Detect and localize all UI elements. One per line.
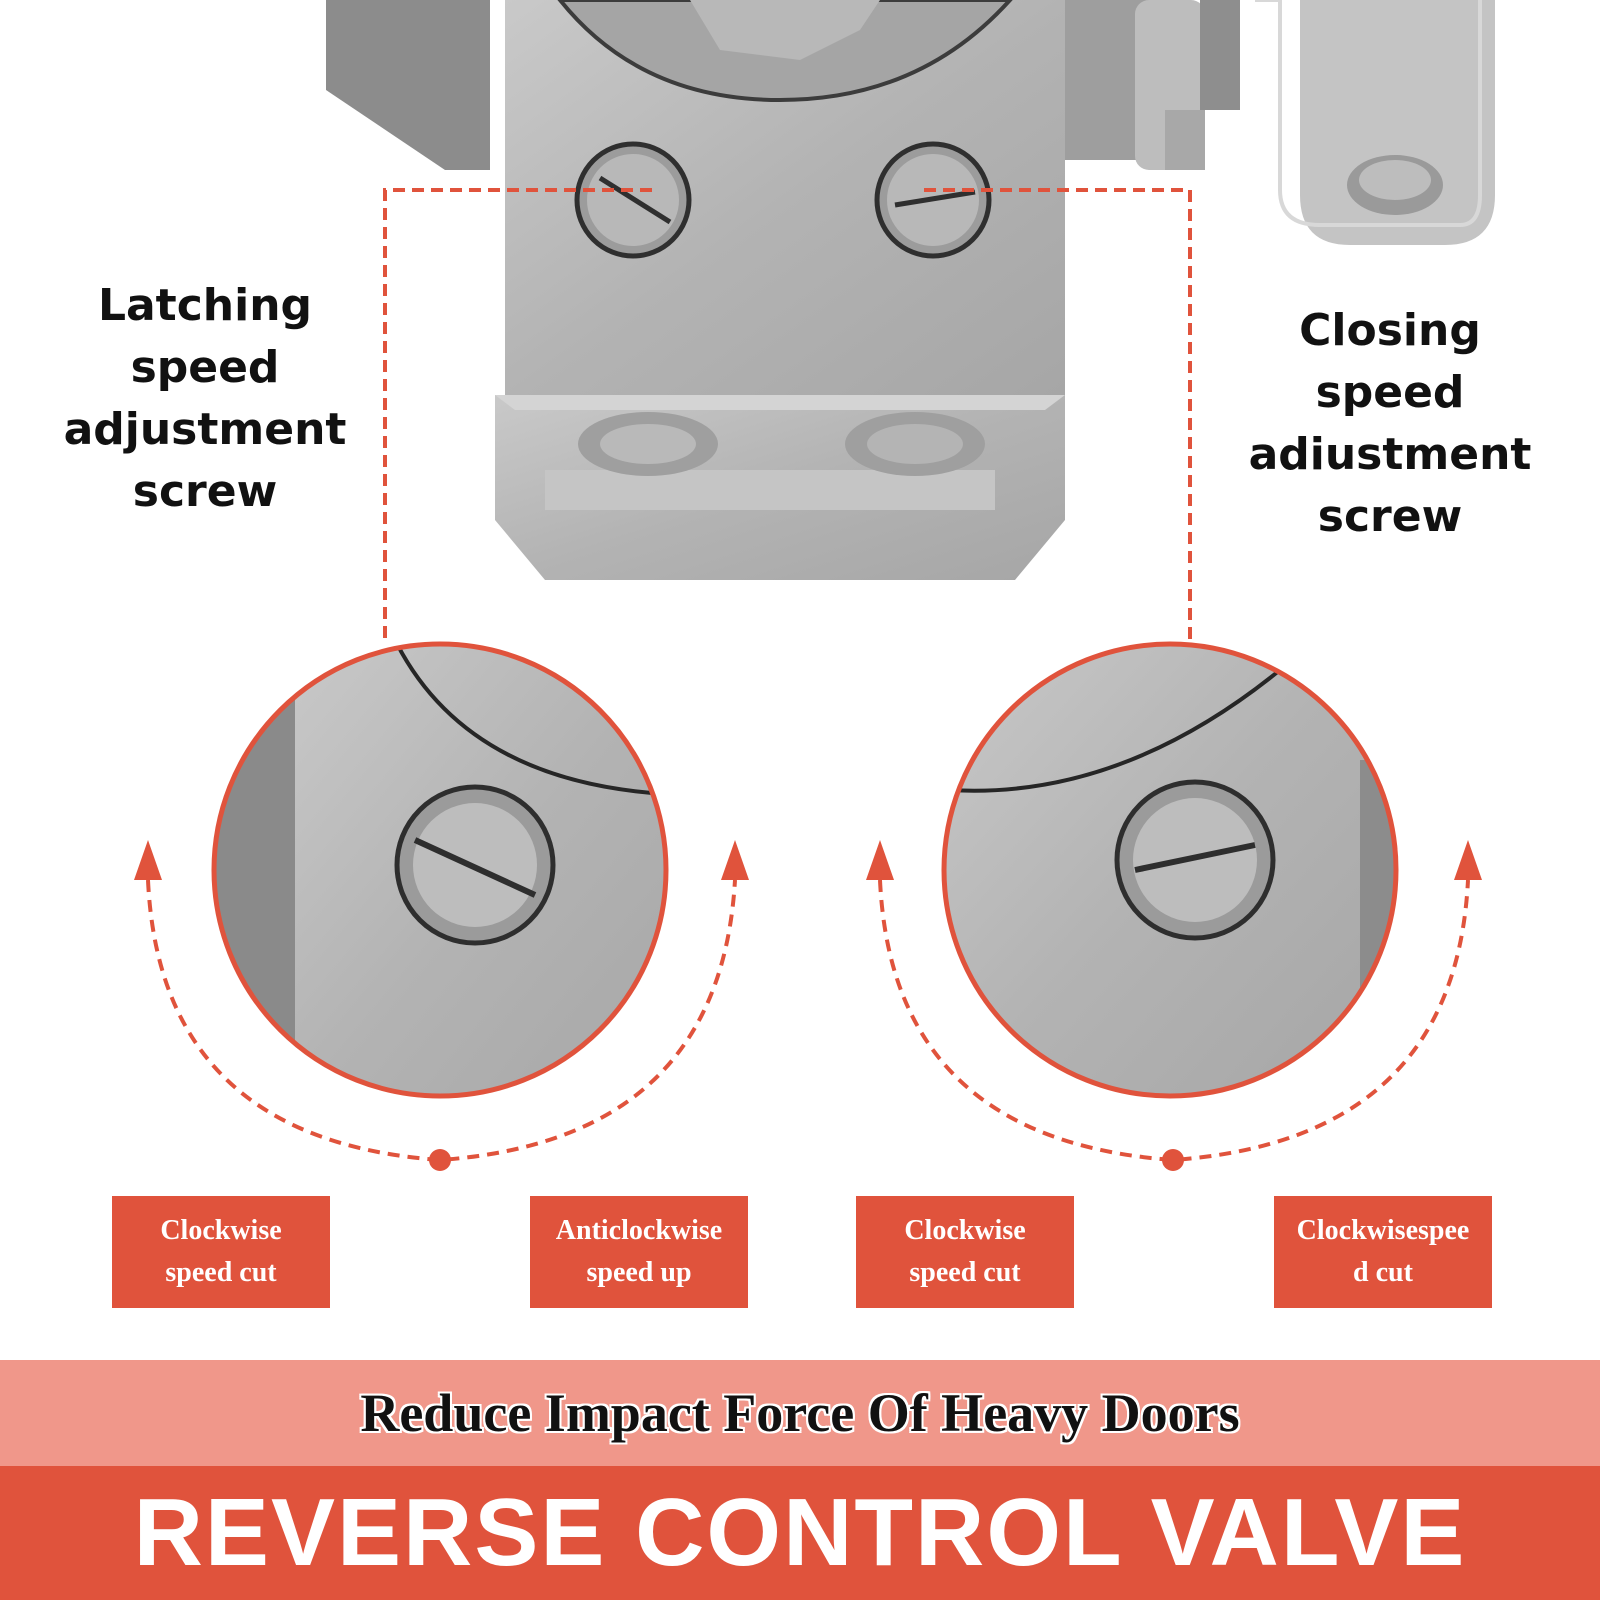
tag-clockwise-speed-cut-middle: Clockwise speed cut	[856, 1196, 1074, 1308]
arrow-up-left-icon	[866, 840, 894, 880]
tag-line: Clockwise	[904, 1215, 1026, 1246]
subtitle-text: Reduce Impact Force Of Heavy Doors	[360, 1383, 1240, 1443]
tag-line: Clockwisespee	[1296, 1215, 1470, 1246]
arrow-up-right-icon	[721, 840, 749, 880]
tag-line: speed cut	[165, 1257, 277, 1288]
zoom-circle-left	[211, 641, 669, 1099]
tag-anticlockwise-speed-up: Anticlockwise speed up	[530, 1196, 748, 1308]
label-line: speed	[1315, 367, 1465, 418]
pivot-dot-right	[1162, 1149, 1184, 1171]
rotation-arc-left	[134, 840, 749, 1171]
label-line: speed	[130, 342, 280, 393]
tag-line: Clockwise	[160, 1215, 282, 1246]
pivot-dot-left	[429, 1149, 451, 1171]
tag-clockwise-speed-cut-left: Clockwise speed cut	[112, 1196, 330, 1308]
subtitle-banner: Reduce Impact Force Of Heavy Doors	[0, 1360, 1600, 1466]
tag-line: speed cut	[909, 1257, 1021, 1288]
arrow-up-left-icon	[134, 840, 162, 880]
title-text: REVERSE CONTROL VALVE	[133, 1479, 1467, 1586]
latching-screw	[574, 141, 692, 259]
label-line: adjustment	[63, 404, 347, 455]
rotation-arc-right	[866, 840, 1482, 1171]
label-line: adiustment	[1248, 429, 1532, 480]
door-closer-body	[326, 0, 1495, 580]
connector-lines	[383, 188, 1192, 640]
closing-speed-label: Closing speed adiustment screw	[1235, 300, 1545, 548]
tag-line: Anticlockwise	[555, 1215, 723, 1246]
label-line: screw	[1317, 491, 1463, 542]
title-banner: REVERSE CONTROL VALVE	[0, 1466, 1600, 1600]
tag-clockwise-speed-cut-right: Clockwisespee d cut	[1274, 1196, 1492, 1308]
label-line: Closing	[1299, 305, 1481, 356]
zoom-circle-right	[941, 641, 1399, 1099]
latching-speed-label: Latching speed adjustment screw	[55, 275, 355, 523]
tag-line: speed up	[586, 1257, 692, 1288]
closing-screw	[874, 141, 992, 259]
tag-line: d cut	[1353, 1257, 1413, 1288]
arrow-up-right-icon	[1454, 840, 1482, 880]
label-line: screw	[132, 466, 278, 517]
label-line: Latching	[97, 280, 313, 331]
